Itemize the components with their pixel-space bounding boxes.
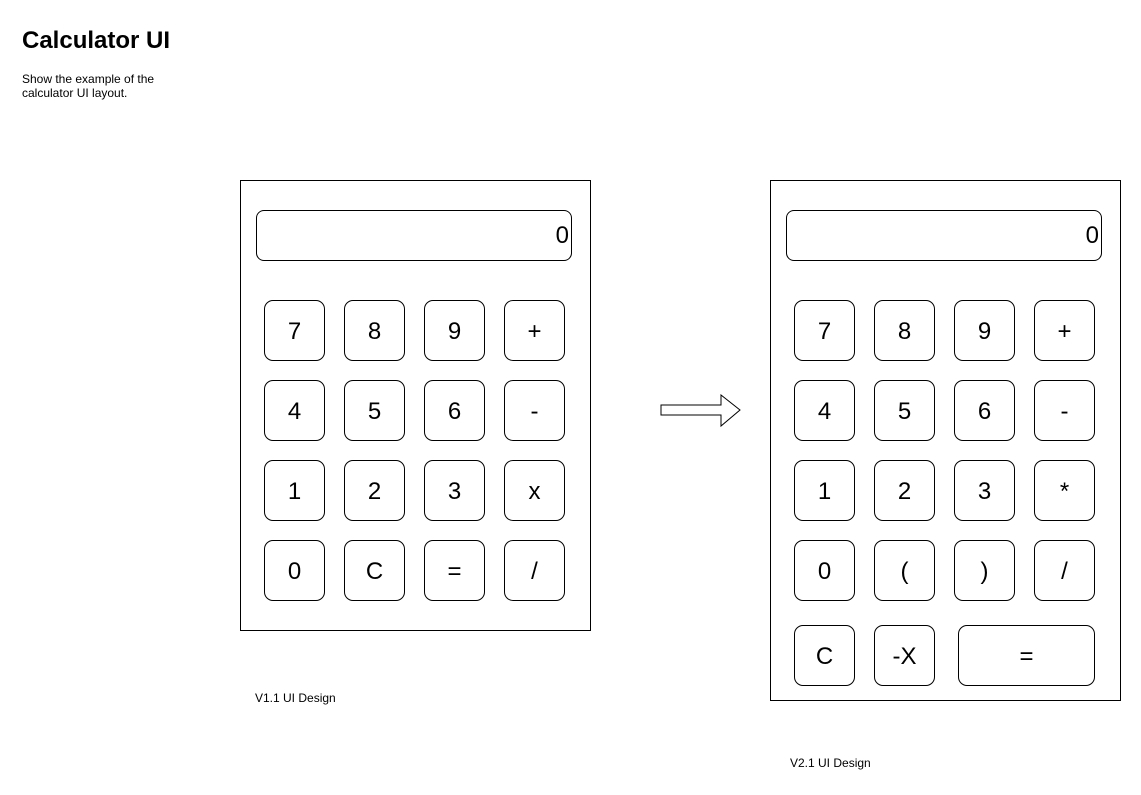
v2-key-minus[interactable]: - xyxy=(1034,380,1095,441)
v2-key-clear[interactable]: C xyxy=(794,625,855,686)
v2-key-equals[interactable]: = xyxy=(958,625,1095,686)
right-arrow-icon xyxy=(660,394,741,428)
calculator-v1-display: 0 xyxy=(256,210,572,261)
calculator-v1-caption: V1.1 UI Design xyxy=(255,691,336,705)
v2-key-open-paren[interactable]: ( xyxy=(874,540,935,601)
calculator-v2-display: 0 xyxy=(786,210,1102,261)
v2-key-6[interactable]: 6 xyxy=(954,380,1015,441)
v1-key-7[interactable]: 7 xyxy=(264,300,325,361)
calculator-v2-frame: 0 7 8 9 + 4 5 6 - 1 2 3 * 0 ( ) / C -X = xyxy=(770,180,1121,701)
v2-key-8[interactable]: 8 xyxy=(874,300,935,361)
v1-key-4[interactable]: 4 xyxy=(264,380,325,441)
page-description: Show the example of the calculator UI la… xyxy=(22,72,155,100)
v2-key-close-paren[interactable]: ) xyxy=(954,540,1015,601)
v2-key-2[interactable]: 2 xyxy=(874,460,935,521)
v1-key-equals[interactable]: = xyxy=(424,540,485,601)
v1-key-8[interactable]: 8 xyxy=(344,300,405,361)
calculator-v1-frame: 0 7 8 9 + 4 5 6 - 1 2 3 x 0 C = / xyxy=(240,180,591,631)
v2-key-4[interactable]: 4 xyxy=(794,380,855,441)
v1-key-5[interactable]: 5 xyxy=(344,380,405,441)
v1-key-plus[interactable]: + xyxy=(504,300,565,361)
v1-key-3[interactable]: 3 xyxy=(424,460,485,521)
v2-key-5[interactable]: 5 xyxy=(874,380,935,441)
v1-key-9[interactable]: 9 xyxy=(424,300,485,361)
v2-key-0[interactable]: 0 xyxy=(794,540,855,601)
v1-key-1[interactable]: 1 xyxy=(264,460,325,521)
v2-key-plus[interactable]: + xyxy=(1034,300,1095,361)
v1-key-2[interactable]: 2 xyxy=(344,460,405,521)
v2-key-3[interactable]: 3 xyxy=(954,460,1015,521)
page-title: Calculator UI xyxy=(22,27,171,54)
v1-key-clear[interactable]: C xyxy=(344,540,405,601)
v2-key-7[interactable]: 7 xyxy=(794,300,855,361)
v2-key-9[interactable]: 9 xyxy=(954,300,1015,361)
calculator-v2-caption: V2.1 UI Design xyxy=(790,756,871,770)
v2-key-multiply[interactable]: * xyxy=(1034,460,1095,521)
v1-key-0[interactable]: 0 xyxy=(264,540,325,601)
v1-key-6[interactable]: 6 xyxy=(424,380,485,441)
v1-key-multiply[interactable]: x xyxy=(504,460,565,521)
v1-key-minus[interactable]: - xyxy=(504,380,565,441)
v1-key-divide[interactable]: / xyxy=(504,540,565,601)
v2-key-1[interactable]: 1 xyxy=(794,460,855,521)
v2-key-divide[interactable]: / xyxy=(1034,540,1095,601)
v2-key-negate[interactable]: -X xyxy=(874,625,935,686)
